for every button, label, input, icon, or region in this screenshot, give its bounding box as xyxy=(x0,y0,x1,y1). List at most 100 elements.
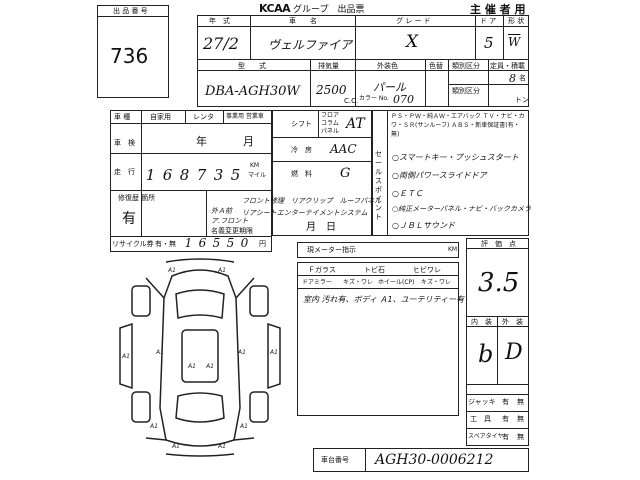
capacity-value: 8 xyxy=(509,72,516,85)
year-value: 27/2 xyxy=(203,34,239,53)
inspection-month: 月 xyxy=(243,135,254,148)
doors-label: ド ア xyxy=(480,17,497,25)
chassis-value: AGH30-0006212 xyxy=(375,452,494,468)
sales-note-3: ○ＥＴＣ xyxy=(392,189,423,198)
color-no-label: カラー No. xyxy=(359,95,389,102)
recycle-yes-no: 有・無 xyxy=(155,240,176,248)
private-label: 自家用 xyxy=(150,113,171,121)
sales-note-5: ○ＪＢＬサウンド xyxy=(392,221,455,230)
color-change-label: 色替 xyxy=(429,62,443,70)
shift-label: シフト xyxy=(291,120,312,128)
mileage-digit: 3 xyxy=(213,166,224,184)
diagram-mark: A1 xyxy=(171,443,180,450)
car-type-label: 車 種 xyxy=(114,113,131,121)
repair-value: 有 xyxy=(122,211,136,227)
km-label: KM xyxy=(250,162,260,169)
diagram-mark: A1 xyxy=(187,363,196,370)
car-diagram: A1 A1 A1 A1 A1 A1 A1 A1 A1 A1 A1 A1 xyxy=(119,258,281,457)
wheel-label: ホイール(CP) xyxy=(378,279,415,286)
interior-grade: b xyxy=(478,340,494,368)
business-label: 事業用 営業車 xyxy=(226,113,264,120)
diagram-mark: A1 xyxy=(155,349,164,356)
mileage-label: 走 行 xyxy=(114,168,135,176)
exterior-grade: D xyxy=(505,340,523,365)
rating-frame xyxy=(466,238,529,446)
option-checklist: ＰＳ・ＰＷ・純ＡＷ・エアバック ＴＶ・ナビ・カワ・ＳＲ(サンルーフ) ＡＢＳ・新… xyxy=(391,113,525,138)
diagram-mark: A1 xyxy=(239,423,248,430)
mileage-digit: 1 xyxy=(145,166,156,184)
diagram-mark: A1 xyxy=(167,267,176,274)
grade-label: グ レ ー ド xyxy=(396,17,431,25)
recycle-digit: 5 xyxy=(212,236,221,250)
grade-value: X xyxy=(406,32,419,52)
spare-have: 有 xyxy=(502,433,509,441)
recycle-digit: 1 xyxy=(184,236,193,250)
vehicle-info-frame xyxy=(197,15,529,107)
name-change-label: 名義変更期限 xyxy=(211,227,253,235)
ac-value: AAC xyxy=(330,142,357,156)
fuel-label: 燃 料 xyxy=(291,170,312,178)
sales-note-4: ○純正メーターパネル・ナビ・バックカメラ xyxy=(392,205,532,213)
displacement-value: 2500 xyxy=(316,83,347,97)
mileage-digit: 7 xyxy=(196,166,207,184)
persons-label: 名 xyxy=(519,74,526,82)
damage-frame xyxy=(297,262,459,416)
mileage-digit: 6 xyxy=(162,166,173,184)
chassis-frame xyxy=(313,448,529,472)
year-label: 年 式 xyxy=(209,17,230,25)
lot-box xyxy=(97,5,169,98)
organizer-label: 主 催 者 用 xyxy=(470,3,526,16)
repair-detail-1: フロント修理 リアクリップ ルーフパネル xyxy=(242,197,382,205)
diagram-mark: A1 xyxy=(237,349,246,356)
rating-label: 評 価 点 xyxy=(481,240,516,248)
diagram-mark: A1 xyxy=(149,423,158,430)
door-mirror-label: ドアミラー xyxy=(302,279,332,286)
tools-label: 工 具 xyxy=(470,415,491,423)
tools-have: 有 xyxy=(502,415,509,423)
yen-label: 円 xyxy=(259,240,266,248)
name-change-date: 月 日 xyxy=(306,222,336,233)
chassis-label: 車台番号 xyxy=(321,456,349,464)
exterior-rating-label: 外 装 xyxy=(502,318,523,326)
rental-label: レンタ xyxy=(193,113,214,121)
car-name-value: ヴェルファイア xyxy=(268,38,353,52)
sales-frame xyxy=(372,110,529,236)
registration-frame xyxy=(110,110,272,252)
mileage-digit: 5 xyxy=(230,166,241,184)
class-label-2: 類別区分 xyxy=(452,87,480,95)
lot-number: 736 xyxy=(110,44,149,68)
recycle-digits: 1 6 5 5 0 xyxy=(182,236,272,252)
diagram-mark: A1 xyxy=(217,443,226,450)
inspection-year: 年 xyxy=(196,135,207,148)
drive-frame xyxy=(272,110,372,236)
meter-km: KM xyxy=(448,246,458,253)
diagram-mark: A1 xyxy=(205,363,214,370)
form-title: グループ 出品票 xyxy=(293,5,365,15)
jack-label: ジャッキ xyxy=(468,398,496,406)
shift-value: AT xyxy=(346,116,365,132)
diagram-mark: A1 xyxy=(121,353,130,360)
model-value: DBA-AGH30W xyxy=(205,84,300,99)
jack-have: 有 xyxy=(502,398,509,406)
crack-label: ヒビワレ xyxy=(413,266,441,274)
sales-note-2: ○両側パワースライドドア xyxy=(392,171,487,180)
color-value: パール xyxy=(373,81,406,94)
displacement-label: 排気量 xyxy=(318,62,339,70)
repair-note-1: 外Ａ前 xyxy=(211,207,232,215)
sales-point-label: セールスポイント xyxy=(375,150,382,221)
meter-label: 現メーター指示 xyxy=(307,246,356,254)
model-label: 型 式 xyxy=(238,62,266,70)
shape-label: 形 状 xyxy=(508,17,525,25)
recycle-digit: 5 xyxy=(226,236,235,250)
mile-label: マイル xyxy=(248,172,267,179)
cc-label: C.C. xyxy=(344,97,359,105)
shift-options: フロア コラム パネル xyxy=(321,112,340,135)
fuel-value: G xyxy=(340,166,351,181)
capacity-label: 定員・積載 xyxy=(490,62,525,70)
rating-value: 3.5 xyxy=(478,268,520,298)
meter-frame xyxy=(297,242,459,258)
logo: KCAA xyxy=(259,2,291,15)
spare-label: スペアタイヤ xyxy=(468,433,504,440)
recycle-digit: 0 xyxy=(240,236,249,250)
diagram-mark: A1 xyxy=(217,267,226,274)
